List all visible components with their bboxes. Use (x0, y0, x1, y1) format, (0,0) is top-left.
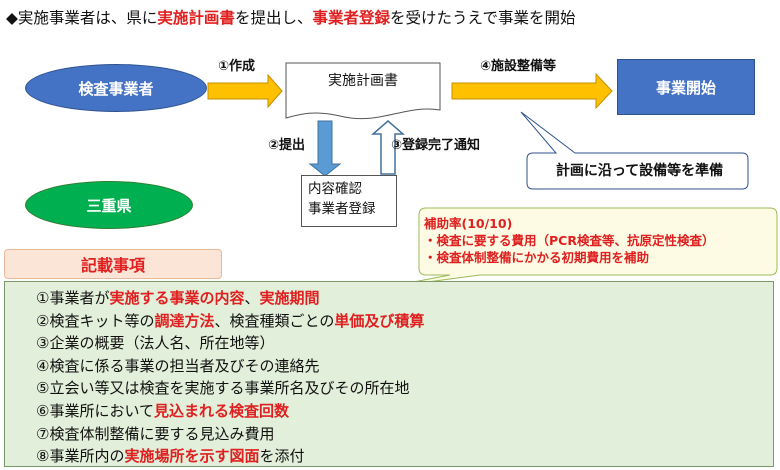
requirement-highlight: 調達方法 (154, 311, 215, 330)
create-arrow (207, 73, 283, 109)
start-label: 事業開始 (655, 78, 716, 97)
title-plan: 実施計画書 (157, 9, 235, 27)
submit-label: ②提出 (268, 138, 306, 153)
requirement-text: ④検査に係る事業の担当者及びその連絡先 (36, 356, 320, 375)
inspector-node: 検査事業者 (25, 64, 207, 112)
title-suffix: を受けたうえで事業を開始 (389, 9, 576, 27)
requirement-highlight: 実施期間 (259, 289, 320, 307)
requirements-panel (4, 281, 774, 467)
subsidy-item: ・検査に要する費用（PCR検査等、抗原定性検査） (424, 233, 715, 248)
plan-doc-label: 実施計画書 (328, 73, 398, 89)
start-node: 事業開始 (617, 59, 755, 115)
title-mid: を提出し、 (234, 9, 313, 27)
facility-arrow (451, 72, 613, 110)
subsidy-callout: 補助率(10/10) ・検査に要する費用（PCR検査等、抗原定性検査） ・検査体… (424, 215, 714, 266)
title-registration: 事業者登録 (312, 9, 390, 27)
requirement-text: ③企業の概要（法人名、所在地等） (36, 334, 275, 353)
create-label: ①作成 (218, 59, 256, 74)
prepare-callout: 計画に沿って設備等を準備 (555, 163, 724, 179)
requirement-item: ④検査に係る事業の担当者及びその連絡先 (36, 355, 424, 378)
requirement-text: 、検査種類ごとの (214, 311, 335, 330)
requirement-highlight: 単価及び積算 (334, 311, 425, 330)
requirement-text: ⑥事業所において (36, 401, 154, 420)
confirm-box: 内容確認 事業者登録 (301, 175, 397, 227)
plan-document-shape (285, 62, 441, 120)
requirement-item: ⑦検査体制整備に要する見込み費用 (36, 423, 424, 446)
requirement-highlight: 見込まれる検査回数 (154, 401, 290, 420)
requirement-text: ⑧事業所内の (36, 447, 125, 466)
mie-node: 三重県 (25, 181, 193, 229)
requirement-item: ⑤立会い等又は検査を実施する事業所名及びその所在地 (36, 377, 424, 400)
requirement-text: 、 (244, 289, 260, 307)
subsidy-item: ・検査体制整備にかかる初期費用を補助 (424, 250, 650, 265)
requirement-item: ①事業者が実施する事業の内容、実施期間 (36, 287, 424, 310)
page-title: ◆実施事業者は、県に実施計画書を提出し、事業者登録を受けたうえで事業を開始 (6, 6, 576, 28)
requirement-text: を添付 (259, 447, 305, 466)
requirement-text: ①事業者が (36, 289, 110, 307)
requirement-text: ⑤立会い等又は検査を実施する事業所名及びその所在地 (36, 379, 410, 398)
title-prefix: ◆実施事業者は、県に (6, 9, 158, 27)
prepare-callout-shape (520, 111, 749, 190)
register-done-label: ③登録完了通知 (391, 138, 481, 153)
requirement-item: ②検査キット等の調達方法、検査種類ごとの単価及び積算 (36, 310, 424, 333)
facility-label: ④施設整備等 (480, 59, 557, 74)
register-done-arrow (370, 120, 406, 175)
requirement-text: ⑦検査体制整備に要する見込み費用 (36, 424, 275, 443)
requirement-item: ⑥事業所において見込まれる検査回数 (36, 400, 424, 423)
inspector-label: 検査事業者 (78, 79, 154, 98)
confirm-line: 内容確認 (308, 181, 362, 197)
register-line: 事業者登録 (308, 201, 376, 217)
requirement-item: ③企業の概要（法人名、所在地等） (36, 332, 424, 355)
requirement-item: ⑧事業所内の実施場所を示す図面を添付 (36, 445, 424, 468)
submit-arrow (308, 120, 342, 177)
requirement-text: ②検査キット等の (36, 311, 155, 330)
subsidy-title: 補助率(10/10) (424, 216, 513, 231)
requirement-highlight: 実施する事業の内容 (109, 289, 245, 307)
mie-label: 三重県 (86, 196, 132, 215)
requirements-heading: 記載事項 (4, 249, 222, 279)
requirement-highlight: 実施場所を示す図面 (124, 447, 260, 466)
